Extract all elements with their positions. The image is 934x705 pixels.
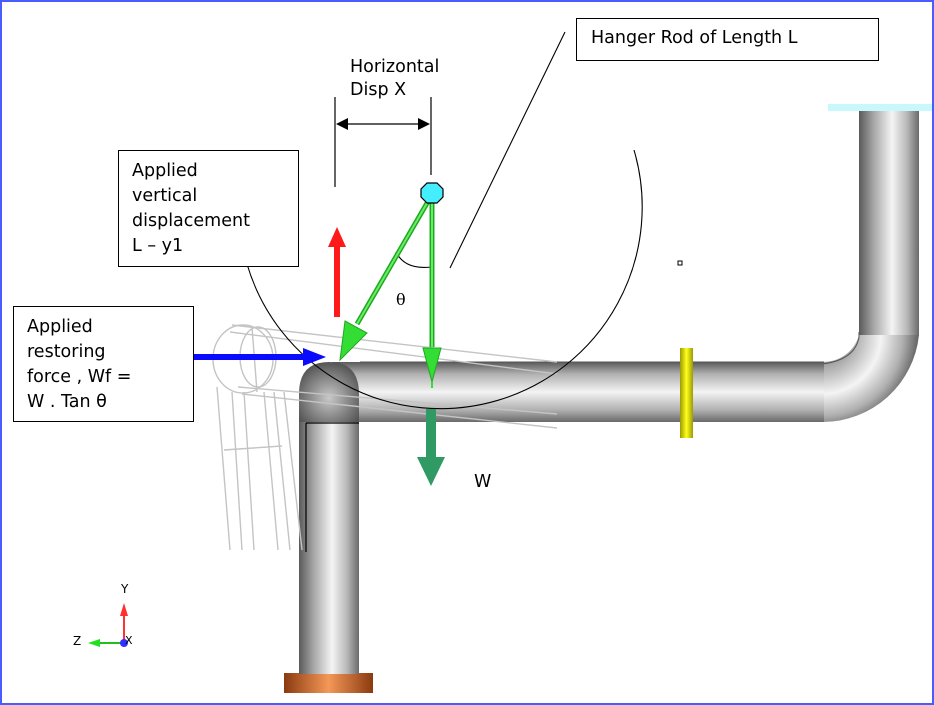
theta-angle-arc	[395, 251, 432, 268]
horizontal-disp-dimension	[334, 97, 432, 187]
hanger-rod-title: Hanger Rod of Length L	[591, 28, 798, 48]
coordinate-triad	[88, 603, 128, 647]
hanger-node	[420, 182, 444, 204]
left-vertical-pipe	[299, 394, 359, 680]
restoring-force-line2: restoring	[27, 342, 106, 362]
vertical-displacement-arrow	[328, 227, 346, 317]
horizontal-disp-line2: Disp X	[350, 80, 407, 100]
restoring-force-line3: force , Wf =	[27, 367, 132, 387]
theta-label: θ	[396, 290, 406, 309]
axis-x-label: X	[125, 634, 133, 647]
vertical-displacement-box: Applied vertical displacement L – y1	[118, 150, 299, 267]
top-support-plate	[828, 104, 932, 111]
point-marker	[677, 260, 683, 266]
bottom-support-plate	[284, 673, 373, 693]
vertical-disp-line1: Applied	[132, 161, 198, 181]
restoring-force-box: Applied restoring force , Wf = W . Tan θ	[13, 306, 194, 422]
rod-swing-arc	[246, 149, 643, 410]
hanger-rod-title-box: Hanger Rod of Length L	[576, 18, 879, 61]
vertical-disp-line3: displacement	[132, 211, 250, 231]
dim-arrow-left	[336, 118, 348, 130]
hanger-rod-vertical	[422, 194, 442, 388]
weight-arrow	[417, 409, 445, 486]
restoring-force-arrow	[193, 348, 326, 366]
axis-y-label: Y	[121, 582, 129, 596]
restoring-force-line1: Applied	[27, 317, 93, 337]
vertical-disp-line4: L – y1	[132, 236, 184, 256]
hanger-rod-leader-line	[449, 31, 566, 269]
restraint-ring	[680, 348, 693, 438]
horizontal-disp-line1: Horizontal	[350, 57, 440, 77]
horizontal-pipe	[332, 362, 824, 422]
axis-z-label: Z	[73, 634, 82, 648]
weight-label: W	[474, 472, 492, 492]
elbow-cap	[299, 362, 359, 422]
right-vertical-pipe	[859, 111, 919, 336]
pipe-bend	[822, 335, 919, 423]
dim-arrow-right	[418, 118, 430, 130]
horizontal-disp-label: Horizontal Disp X	[350, 56, 439, 102]
restoring-force-line4: W . Tan θ	[27, 392, 107, 412]
hanger-rod-deflected	[339, 196, 433, 362]
vertical-disp-line2: vertical	[132, 186, 198, 206]
